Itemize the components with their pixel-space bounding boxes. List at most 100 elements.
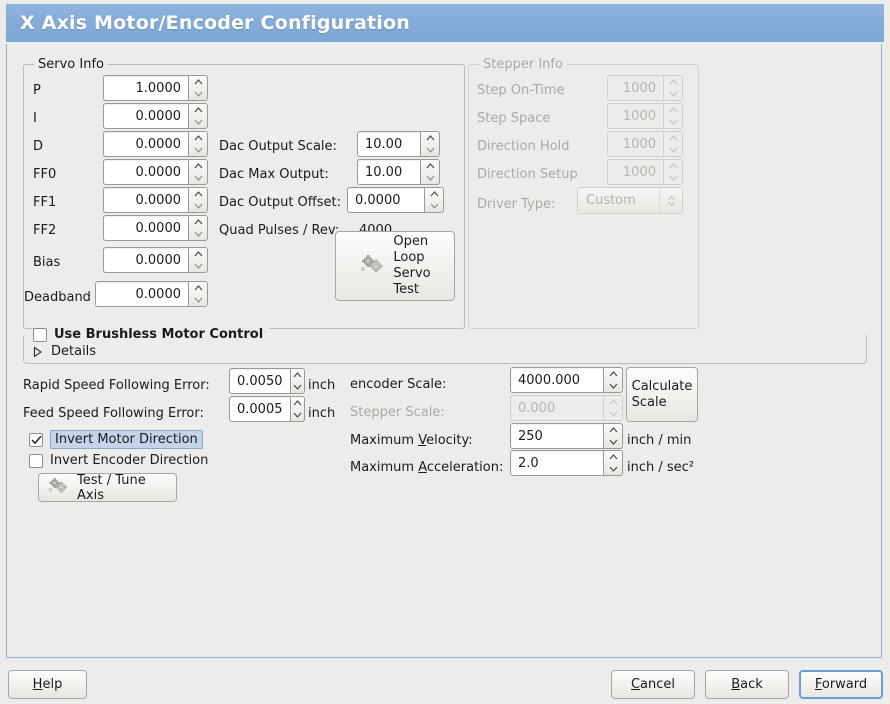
max-accel-pre: Maximum xyxy=(350,460,419,475)
chevron-right-icon[interactable] xyxy=(33,345,43,358)
servo-spin-i[interactable]: 0.0000 xyxy=(103,103,208,129)
use-brushless-motor-control-row[interactable]: Use Brushless Motor Control xyxy=(33,327,270,342)
servo-value-ff2[interactable]: 0.0000 xyxy=(103,215,188,241)
spin-up-icon[interactable] xyxy=(604,368,622,380)
spin-up-icon[interactable] xyxy=(189,132,207,144)
spinner-buttons[interactable] xyxy=(188,75,208,101)
spin-down-icon[interactable] xyxy=(604,380,622,392)
spinner-buttons[interactable] xyxy=(603,450,623,476)
rapid-following-error-spin[interactable]: 0.0050 xyxy=(229,368,305,394)
invert-motor-direction-checkbox[interactable] xyxy=(29,432,43,447)
dac-output-scale-label: Dac Output Scale: xyxy=(219,139,337,154)
servo-value-ff0[interactable]: 0.0000 xyxy=(103,159,188,185)
cancel-button[interactable]: Cancel xyxy=(611,670,695,699)
spinner-buttons[interactable] xyxy=(420,131,440,157)
spin-up-icon[interactable] xyxy=(189,160,207,172)
servo-spin-deadband[interactable]: 0.0000 xyxy=(95,281,208,307)
servo-value-bias[interactable]: 0.0000 xyxy=(103,247,188,273)
servo-spin-ff0[interactable]: 0.0000 xyxy=(103,159,208,185)
spin-up-icon[interactable] xyxy=(425,188,443,200)
feed-following-error-spin[interactable]: 0.0005 xyxy=(229,396,305,422)
spin-down-icon[interactable] xyxy=(604,436,622,448)
spin-up-icon[interactable] xyxy=(189,216,207,228)
spinner-buttons[interactable] xyxy=(603,423,623,449)
spin-down-icon[interactable] xyxy=(189,172,207,184)
spin-up-icon[interactable] xyxy=(291,369,305,381)
dac-max-output-spin[interactable]: 10.00 xyxy=(357,159,440,185)
calculate-scale-button[interactable]: Calculate Scale xyxy=(626,367,698,422)
invert-motor-direction-row[interactable]: Invert Motor Direction xyxy=(29,430,203,449)
invert-encoder-direction-row[interactable]: Invert Encoder Direction xyxy=(29,453,208,468)
forward-button[interactable]: Forward xyxy=(799,670,883,699)
spin-down-icon[interactable] xyxy=(189,116,207,128)
encoder-scale-spin[interactable]: 4000.000 xyxy=(510,367,623,393)
feed-following-error-value[interactable]: 0.0005 xyxy=(229,396,290,422)
help-button[interactable]: Help xyxy=(8,670,87,699)
spinner-buttons[interactable] xyxy=(424,187,444,213)
spinner-buttons[interactable] xyxy=(289,396,305,422)
test-tune-axis-button[interactable]: Test / Tune Axis xyxy=(38,473,177,503)
spin-down-icon[interactable] xyxy=(421,144,439,156)
servo-value-deadband[interactable]: 0.0000 xyxy=(95,281,188,307)
spin-up-icon[interactable] xyxy=(189,76,207,88)
servo-spin-p[interactable]: 1.0000 xyxy=(103,75,208,101)
spin-up-icon[interactable] xyxy=(604,424,622,436)
servo-spin-ff1[interactable]: 0.0000 xyxy=(103,187,208,213)
spin-up-icon[interactable] xyxy=(421,132,439,144)
spinner-buttons[interactable] xyxy=(188,215,208,241)
maximum-acceleration-spin[interactable]: 2.0 xyxy=(510,450,623,476)
spinner-buttons[interactable] xyxy=(188,187,208,213)
open-loop-servo-test-button[interactable]: Open Loop Servo Test xyxy=(335,231,455,301)
servo-value-p[interactable]: 1.0000 xyxy=(103,75,188,101)
maximum-acceleration-value[interactable]: 2.0 xyxy=(510,450,603,476)
spin-up-icon[interactable] xyxy=(189,248,207,260)
spinner-buttons[interactable] xyxy=(420,159,440,185)
servo-label-ff0: FF0 xyxy=(33,167,57,182)
dac-output-offset-spin[interactable]: 0.0000 xyxy=(347,187,444,213)
servo-value-ff1[interactable]: 0.0000 xyxy=(103,187,188,213)
details-expander[interactable]: Details xyxy=(33,344,96,359)
back-button[interactable]: Back xyxy=(705,670,789,699)
dac-max-output-value[interactable]: 10.00 xyxy=(357,159,420,185)
spin-down-icon[interactable] xyxy=(189,260,207,272)
servo-value-d[interactable]: 0.0000 xyxy=(103,131,188,157)
max-velocity-post: elocity: xyxy=(426,433,473,448)
spinner-buttons[interactable] xyxy=(289,368,305,394)
maximum-velocity-value[interactable]: 250 xyxy=(510,423,603,449)
back-rest: ack xyxy=(740,677,763,692)
maximum-velocity-spin[interactable]: 250 xyxy=(510,423,623,449)
spin-down-icon[interactable] xyxy=(189,294,207,306)
spin-down-icon[interactable] xyxy=(425,200,443,212)
spin-down-icon[interactable] xyxy=(291,409,305,421)
spin-down-icon[interactable] xyxy=(189,144,207,156)
spin-down-icon[interactable] xyxy=(291,381,305,393)
spinner-buttons[interactable] xyxy=(188,131,208,157)
spin-up-icon[interactable] xyxy=(189,282,207,294)
spin-down-icon[interactable] xyxy=(189,200,207,212)
spin-up-icon[interactable] xyxy=(421,160,439,172)
spin-up-icon[interactable] xyxy=(291,397,305,409)
dac-output-scale-value[interactable]: 10.00 xyxy=(357,131,420,157)
spin-down-icon[interactable] xyxy=(189,88,207,100)
spinner-buttons[interactable] xyxy=(188,281,208,307)
spin-down-icon[interactable] xyxy=(189,228,207,240)
spin-down-icon[interactable] xyxy=(421,172,439,184)
spinner-buttons[interactable] xyxy=(188,103,208,129)
rapid-following-error-value[interactable]: 0.0050 xyxy=(229,368,290,394)
servo-value-i[interactable]: 0.0000 xyxy=(103,103,188,129)
dac-output-offset-value[interactable]: 0.0000 xyxy=(347,187,424,213)
spin-up-icon[interactable] xyxy=(189,188,207,200)
encoder-scale-value[interactable]: 4000.000 xyxy=(510,367,603,393)
spin-up-icon[interactable] xyxy=(604,451,622,463)
spin-up-icon[interactable] xyxy=(189,104,207,116)
spinner-buttons[interactable] xyxy=(188,159,208,185)
invert-encoder-direction-checkbox[interactable] xyxy=(29,453,43,468)
dac-output-scale-spin[interactable]: 10.00 xyxy=(357,131,440,157)
spinner-buttons[interactable] xyxy=(188,247,208,273)
servo-spin-ff2[interactable]: 0.0000 xyxy=(103,215,208,241)
use-brushless-checkbox[interactable] xyxy=(33,327,47,342)
spinner-buttons[interactable] xyxy=(603,367,623,393)
servo-spin-bias[interactable]: 0.0000 xyxy=(103,247,208,273)
spin-down-icon[interactable] xyxy=(604,463,622,475)
servo-spin-d[interactable]: 0.0000 xyxy=(103,131,208,157)
